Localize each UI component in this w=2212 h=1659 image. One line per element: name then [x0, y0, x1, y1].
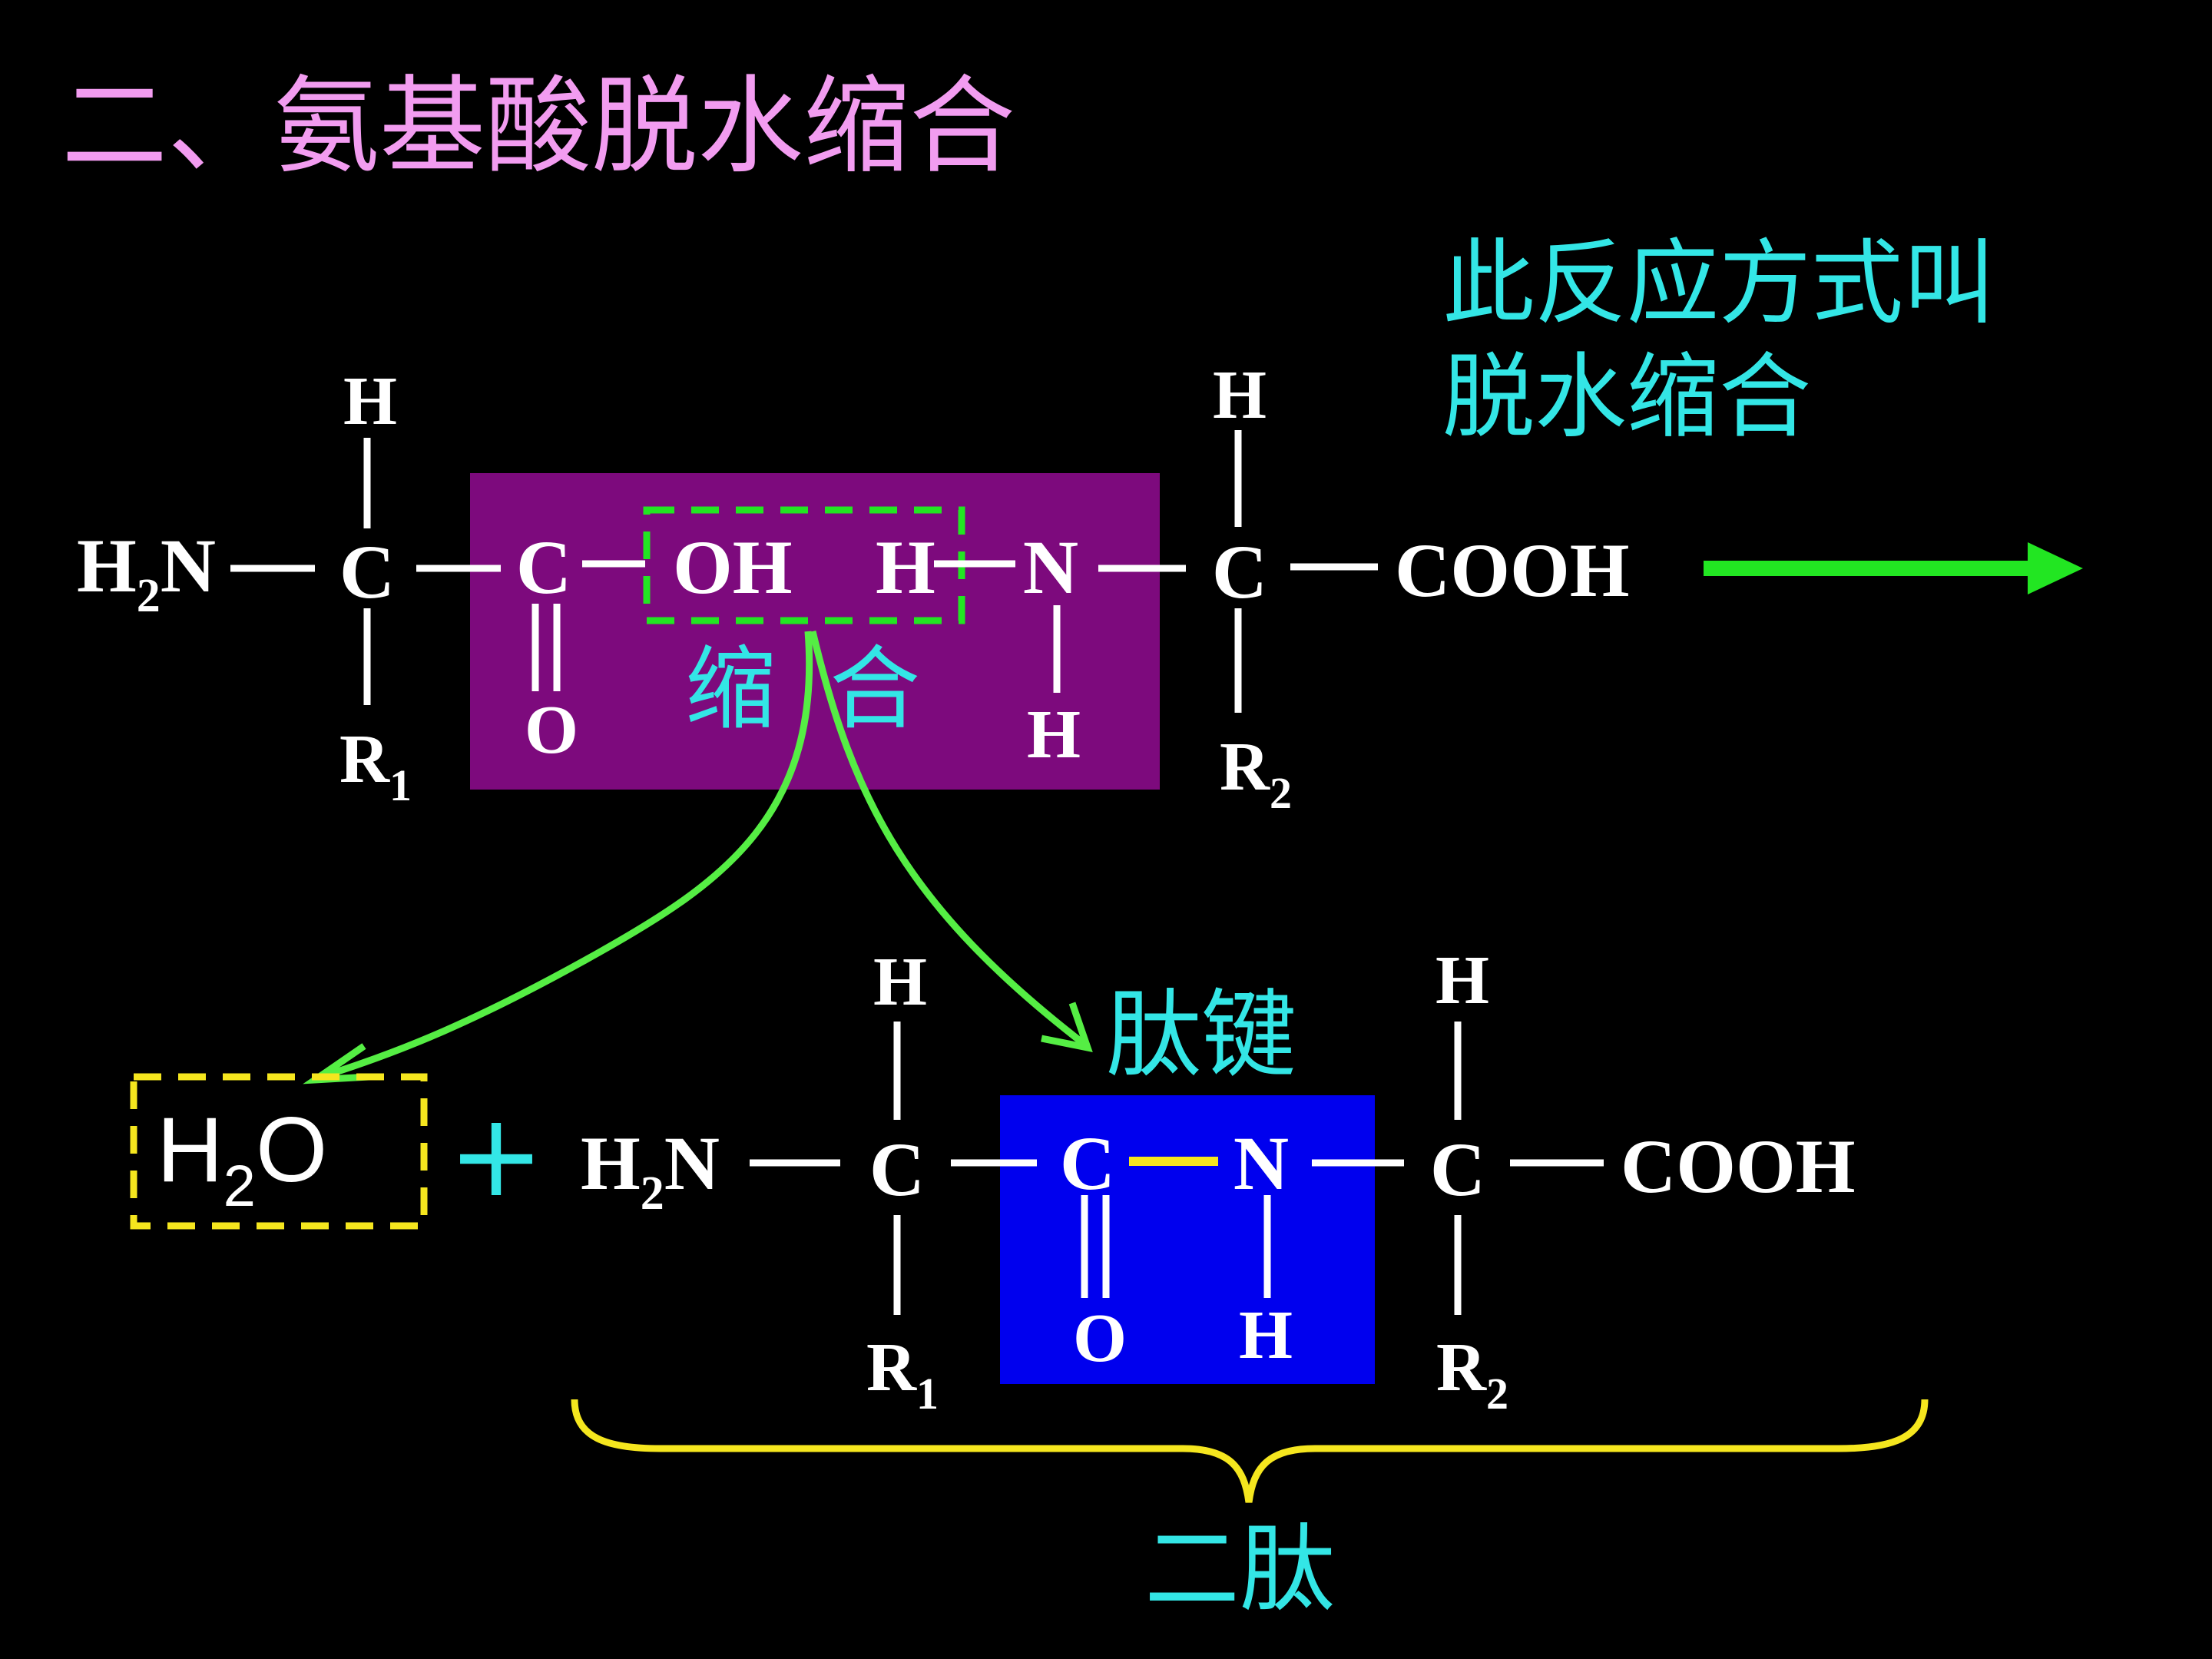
product-cooh: COOH	[1621, 1124, 1856, 1209]
reactant-c3-h: H	[1213, 357, 1267, 433]
water-formula: H2O	[157, 1098, 327, 1219]
reactant-r2: R2	[1220, 729, 1292, 818]
reactant-o: O	[525, 692, 578, 768]
product-n: N	[1233, 1121, 1289, 1206]
product-h2n: H2N	[581, 1121, 720, 1220]
product-c1: C	[869, 1127, 925, 1212]
dipeptide-brace	[571, 1399, 1929, 1503]
dipeptide-label: 二肽	[1144, 1515, 1335, 1625]
product-r1: R1	[866, 1330, 939, 1419]
water-dashed-box	[130, 1073, 428, 1230]
note-line-1: 此反应方式叫	[1442, 230, 1995, 337]
reactant-oh: OH	[673, 525, 793, 610]
reactant-h2n: H2N	[77, 523, 216, 622]
arrow-to-peptide-bond	[809, 630, 1085, 1046]
reactant-c2: C	[516, 525, 571, 610]
arrow-to-peptide-bond-head	[1041, 1002, 1093, 1052]
arrow-to-water	[320, 631, 813, 1081]
page-title: 二、氨基酸脱水缩合	[61, 65, 1015, 188]
reactant-n: N	[1023, 525, 1078, 610]
reaction-arrow-head	[2028, 542, 2083, 594]
product-c3: C	[1430, 1127, 1485, 1212]
reactant-c1: C	[339, 529, 395, 614]
product-c2: C	[1060, 1121, 1115, 1206]
reactant-c1-h: H	[343, 363, 397, 439]
product-c1-h: H	[873, 944, 927, 1020]
product-c3-h: H	[1435, 942, 1489, 1018]
peptide-bond-label: 肽键	[1106, 980, 1296, 1091]
reactant-r1: R1	[339, 721, 412, 810]
reactant-n-h: H	[1027, 697, 1081, 773]
reactant-c3: C	[1212, 529, 1267, 614]
product-r2: R2	[1436, 1330, 1508, 1419]
product-o: O	[1073, 1300, 1127, 1376]
plus-sign: +	[448, 1089, 545, 1223]
product-n-h: H	[1239, 1297, 1293, 1373]
note-line-2: 脱水缩合	[1442, 344, 1811, 451]
reactant-cooh: COOH	[1395, 528, 1630, 613]
peptide-bond-box	[1000, 1095, 1375, 1384]
reactant-h: H	[876, 525, 935, 610]
condense-char-2: 合	[830, 636, 920, 742]
condense-char-1: 缩	[685, 636, 776, 742]
